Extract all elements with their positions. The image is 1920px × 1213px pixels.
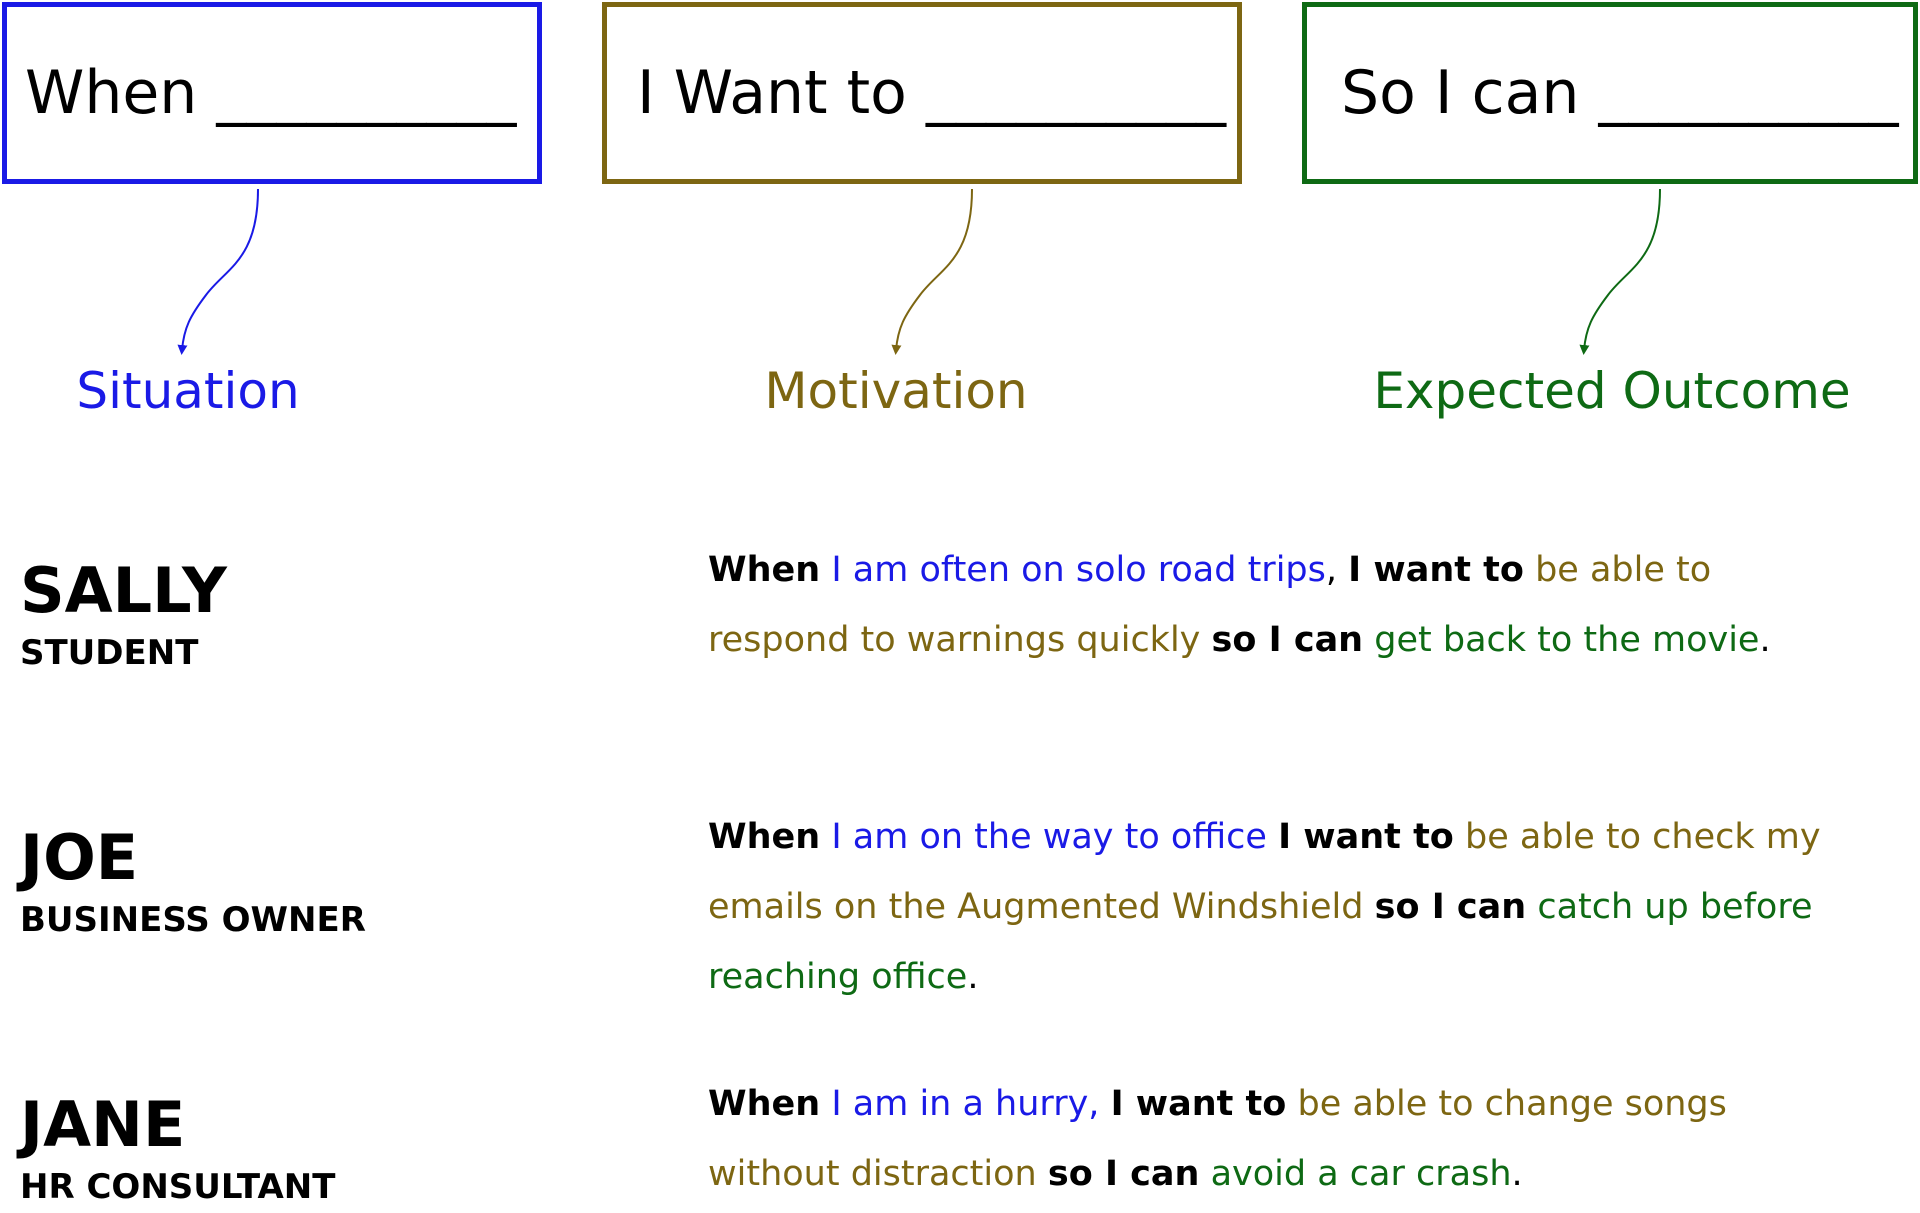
persona-role: STUDENT (20, 633, 199, 673)
motivation-text: be able to change songs without distract… (708, 1084, 1727, 1194)
keyword-so: so I can (1211, 620, 1364, 660)
persona-role: HR CONSULTANT (20, 1167, 336, 1207)
period: . (967, 957, 979, 997)
persona-name: JOE (20, 821, 139, 894)
period: . (1511, 1154, 1523, 1194)
story-jane: When I am in a hurry, I want to be able … (708, 1069, 1858, 1209)
situation-text: I am often on solo road trips (831, 550, 1326, 590)
template-when-label: When __________ (25, 58, 517, 128)
keyword-want: I want to (1278, 817, 1454, 857)
motivation-text: be able to check my emails on the Augmen… (708, 817, 1821, 927)
template-so-label: So I can __________ (1341, 58, 1899, 128)
story-joe: When I am on the way to office I want to… (708, 802, 1858, 1012)
keyword-want: I want to (1110, 1084, 1287, 1124)
keyword-so: so I can (1374, 887, 1527, 927)
keyword-want: I want to (1348, 550, 1524, 590)
outcome-text: get back to the movie (1374, 620, 1760, 660)
template-want-label: I Want to __________ (637, 58, 1226, 128)
category-expected-outcome: Expected Outcome (1373, 362, 1851, 420)
keyword-when: When (708, 550, 821, 590)
category-motivation: Motivation (764, 362, 1028, 420)
keyword-when: When (708, 1084, 821, 1124)
keyword-when: When (708, 817, 821, 857)
persona-sally: SALLY STUDENT (20, 554, 227, 673)
persona-jane: JANE HR CONSULTANT (20, 1088, 336, 1207)
outcome-text: avoid a car crash (1210, 1154, 1512, 1194)
keyword-so: so I can (1047, 1154, 1200, 1194)
situation-text: I am in a hurry, (831, 1084, 1100, 1124)
template-box-when: When __________ (2, 2, 542, 184)
separator: , (1325, 550, 1338, 590)
outcome-text: catch up before reaching office (708, 887, 1813, 997)
arrow-to-motivation (891, 188, 973, 355)
template-box-want: I Want to __________ (602, 2, 1242, 184)
persona-joe: JOE BUSINESS OWNER (20, 821, 366, 940)
period: . (1759, 620, 1771, 660)
arrow-to-outcome (1579, 188, 1661, 355)
template-box-so: So I can __________ (1302, 2, 1918, 184)
persona-name: SALLY (20, 554, 227, 627)
arrow-to-situation (177, 188, 259, 355)
motivation-text: be able to respond to warnings quickly (708, 550, 1712, 660)
situation-text: I am on the way to office (831, 817, 1267, 857)
story-sally: When I am often on solo road trips, I wa… (708, 535, 1858, 675)
persona-role: BUSINESS OWNER (20, 900, 366, 940)
category-situation: Situation (76, 362, 300, 420)
persona-name: JANE (20, 1088, 186, 1161)
